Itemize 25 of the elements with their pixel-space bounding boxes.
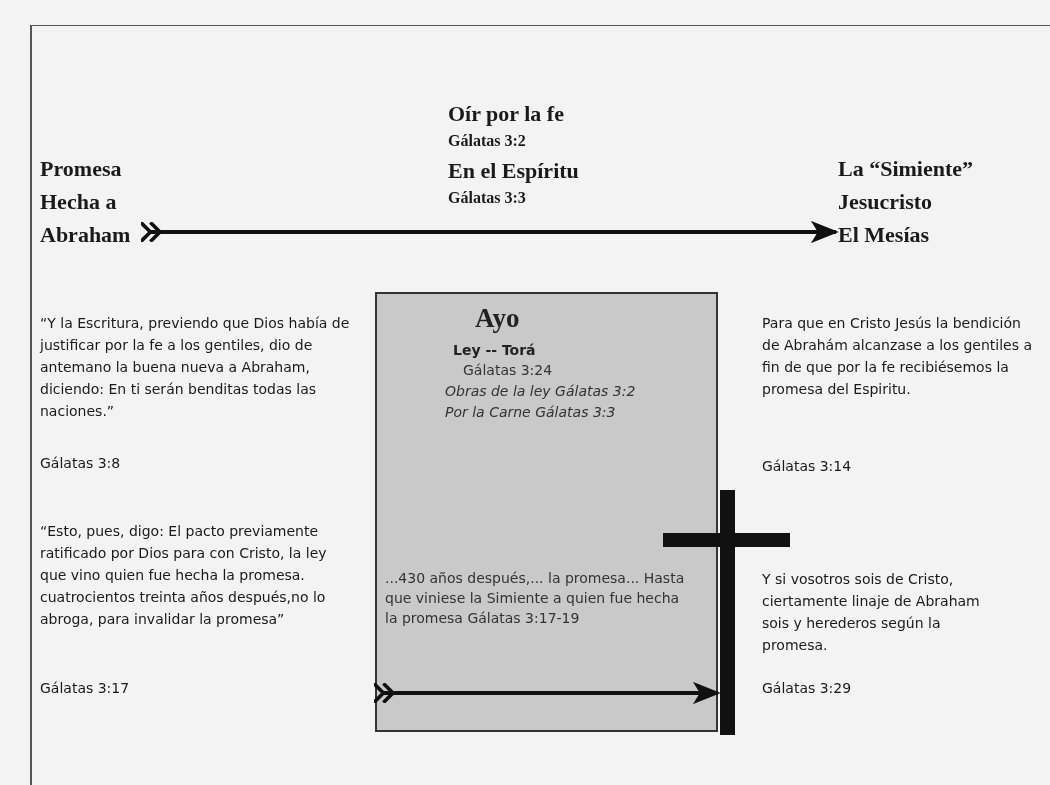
- heading-text: La “Simiente”: [838, 155, 975, 183]
- heading-text: El Mesías: [838, 221, 931, 249]
- shaded-box: [375, 292, 718, 732]
- reference-text: Gálatas 3:14: [762, 457, 853, 476]
- quote-text: Para que en Cristo Jesús la bendición de Abrahám alcanzase a los gentiles a fin de que por la fe recibiésemos la promesa del Espiritu.: [762, 314, 1033, 399]
- reference-text: Gálatas 3:8: [40, 454, 122, 473]
- quote-text: Y si vosotros sois de Cristo, ciertamente linaje de Abraham sois y herederos según la promesa.: [762, 570, 981, 655]
- quote-text: “Y la Escritura, previendo que Dios había de justificar por la fe a los gentiles, dio de antemano la buena nueva a Abraham, diciendo: En ti serán benditas todas las naciones.”: [40, 314, 350, 421]
- box-paragraph: ...430 años después,... la promesa... Hasta que viniese la Simiente a quien fue hecha la promesa Gálatas 3:17-19: [385, 569, 685, 628]
- quote-text: “Esto, pues, digo: El pacto previamente ratificado por Dios para con Cristo, la ley que vino quien fue hecha la promesa. cuatrocientos treinta años después,no lo abroga, para invalidar la promesa”: [40, 522, 328, 629]
- reference-text: Gálatas 3:29: [762, 679, 853, 698]
- box-subtitle: Ley -- Torá: [453, 341, 537, 360]
- heading-text: Promesa Hecha a Abraham: [40, 152, 144, 251]
- heading-text: En el Espíritu: [448, 157, 580, 185]
- reference-text: Gálatas 3:24: [463, 361, 554, 380]
- box-title: Ayo: [475, 302, 521, 334]
- heading-text: Oír por la fe: [448, 100, 565, 128]
- box-note: Obras de la ley Gálatas 3:2: [445, 382, 637, 401]
- box-note: Por la Carne Gálatas 3:3: [445, 403, 617, 422]
- heading-text: Jesucristo: [838, 188, 934, 216]
- reference-text: Gálatas 3:3: [448, 188, 527, 208]
- reference-text: Gálatas 3:2: [448, 131, 527, 151]
- arrow: [372, 681, 721, 705]
- reference-text: Gálatas 3:17: [40, 679, 131, 698]
- arrow: [139, 220, 839, 244]
